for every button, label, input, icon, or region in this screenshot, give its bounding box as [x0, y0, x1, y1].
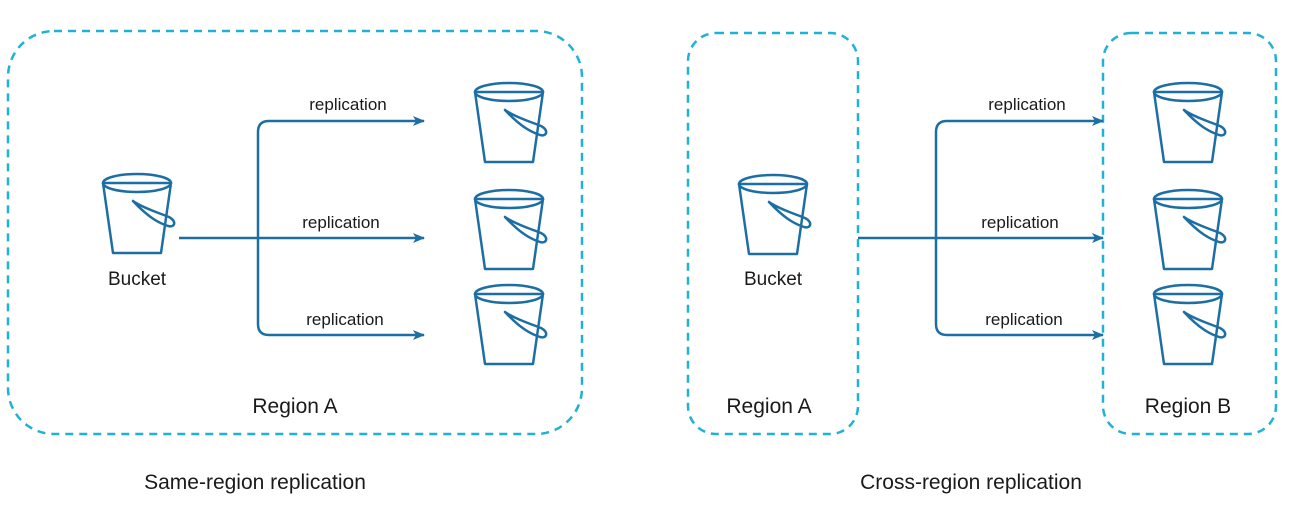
bucket-icon [737, 173, 812, 256]
same-region-replication-label-middle: replication [302, 213, 380, 232]
same-region-replication-label-bottom: replication [306, 310, 384, 329]
same-region-replica-bucket-bottom [473, 283, 548, 366]
bucket-icon [1152, 81, 1227, 164]
same-region-region-a-box [6, 29, 584, 436]
cross-region-replication-label-middle: replication [981, 213, 1059, 232]
same-region-replica-bucket-top [473, 81, 548, 164]
same-region-replication-label-top: replication [309, 95, 387, 114]
cross-region-replica-bucket-top [1152, 81, 1227, 164]
cross-region-replication-label-top: replication [988, 95, 1066, 114]
cross-region-source-bucket-label: Bucket [744, 269, 803, 290]
cross-region-source-bucket [737, 173, 812, 256]
cross-region-region-a-label: Region A [726, 395, 811, 418]
bucket-icon [473, 81, 548, 164]
cross-region-replica-bucket-middle [1152, 188, 1227, 271]
cross-region-panel: Bucket replication replication replicati… [686, 31, 1278, 436]
cross-region-arrow-bottom [934, 238, 1104, 340]
same-region-source-bucket-label: Bucket [108, 269, 167, 290]
same-region-region-a-label: Region A [252, 395, 337, 418]
same-region-arrow-top [256, 116, 425, 238]
same-region-replica-bucket-middle [473, 188, 548, 271]
cross-region-region-b-label: Region B [1145, 395, 1231, 418]
cross-region-replication-label-bottom: replication [985, 310, 1063, 329]
cross-region-caption: Cross-region replication [860, 471, 1082, 494]
cross-region-replica-bucket-bottom [1152, 283, 1227, 366]
bucket-icon [1152, 283, 1227, 366]
bucket-icon [101, 172, 176, 255]
bucket-icon [473, 188, 548, 271]
bucket-icon [473, 283, 548, 366]
same-region-panel: Bucket replication replication replicati… [6, 29, 584, 436]
bucket-icon [1152, 188, 1227, 271]
same-region-arrow-bottom [256, 238, 425, 340]
cross-region-arrow-top [934, 116, 1104, 238]
cross-region-region-a-box [686, 31, 860, 436]
same-region-caption: Same-region replication [144, 471, 366, 494]
same-region-source-bucket [101, 172, 176, 255]
